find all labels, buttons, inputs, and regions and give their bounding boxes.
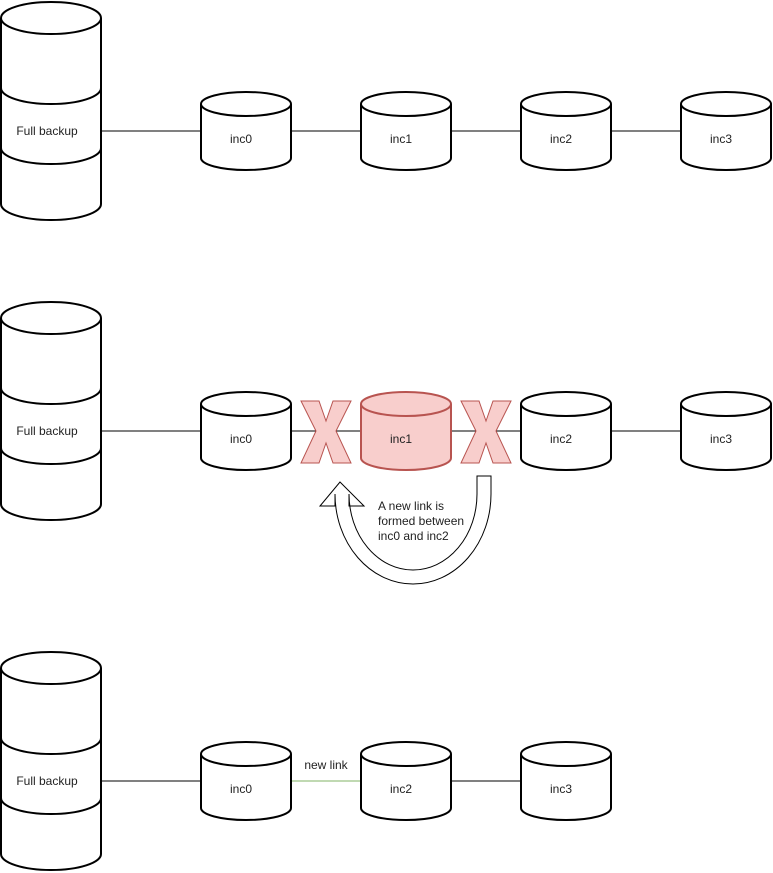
full-backup-stack: Full backup [0,301,102,521]
row-1: Full backup inc0 inc1 inc2 inc3 [0,1,772,221]
inc-label: inc1 [390,432,412,446]
inc-label: inc2 [390,782,412,796]
inc-cylinder: inc3 [520,741,612,821]
cross-mark-icon [300,400,352,464]
full-backup-stack: Full backup [0,1,102,221]
inc-label: inc2 [550,432,572,446]
full-backup-label: Full backup [16,424,78,438]
inc-label: inc1 [390,132,412,146]
full-backup-stack: Full backup [0,651,102,871]
inc-cylinder: inc2 [360,741,452,821]
inc-label: inc3 [550,782,572,796]
row-3: Full backup inc0 inc2 inc3 new link [0,651,612,871]
inc-cylinder: inc3 [680,391,772,471]
inc-cylinder: inc2 [520,391,612,471]
new-link-label: new link [304,758,348,772]
full-backup-label: Full backup [16,774,78,788]
inc-cylinder: inc0 [200,391,292,471]
inc-cylinder: inc0 [200,741,292,821]
inc-cylinder: inc1 [360,91,452,171]
inc-label: inc3 [710,132,732,146]
relink-arrow-icon [318,475,492,585]
inc-label: inc0 [230,432,252,446]
relink-note-line-3: inc0 and inc2 [378,529,449,543]
relink-note-line-2: formed between [378,514,464,528]
inc-label: inc0 [230,132,252,146]
inc-cylinder: inc2 [520,91,612,171]
relink-note-line-1: A new link is [378,499,444,513]
inc-cylinder-removed: inc1 [360,391,452,471]
row-2: Full backup inc0 inc1 inc2 inc3 [0,301,772,585]
inc-cylinder: inc3 [680,91,772,171]
inc-label: inc2 [550,132,572,146]
inc-label: inc0 [230,782,252,796]
inc-cylinder: inc0 [200,91,292,171]
inc-label: inc3 [710,432,732,446]
cross-mark-icon [460,400,512,464]
full-backup-label: Full backup [16,124,78,138]
